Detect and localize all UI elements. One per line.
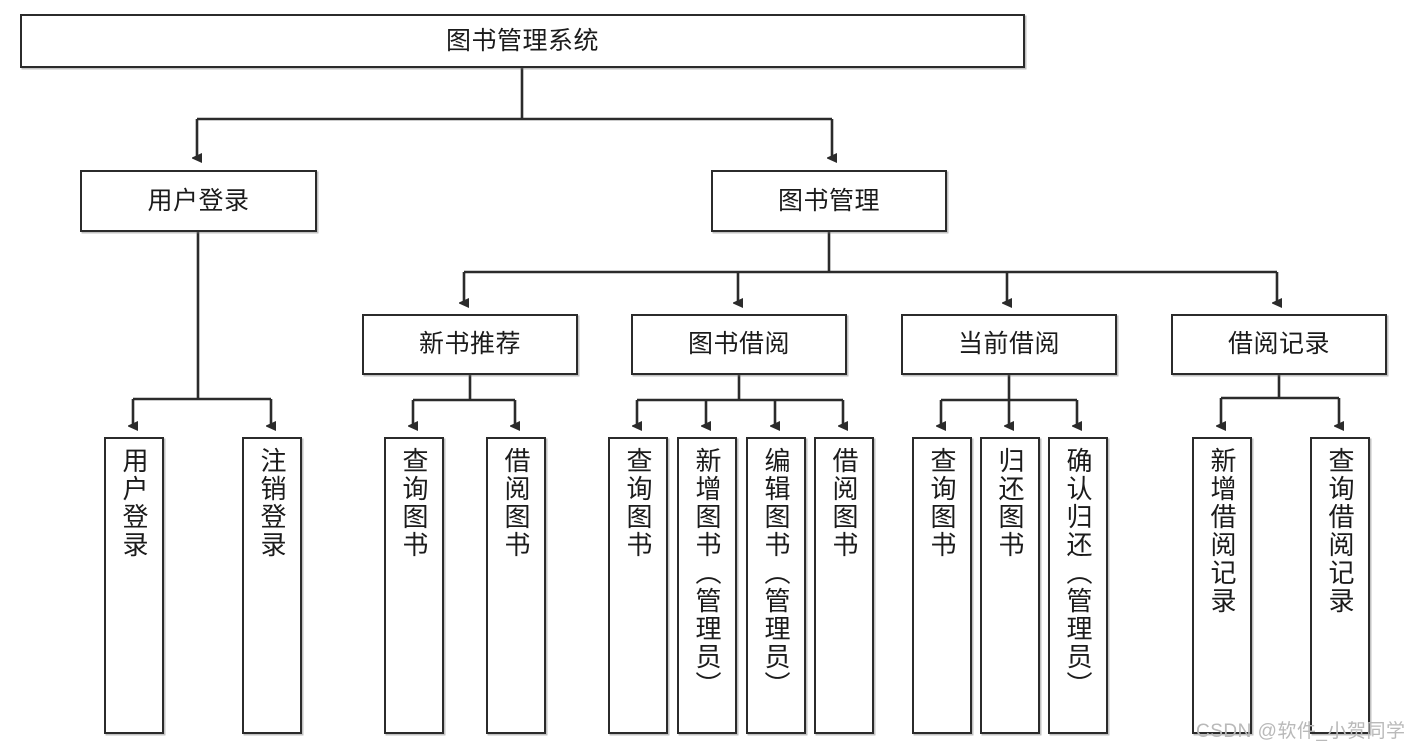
node-leaf-logout[interactable]: 注销登录 <box>242 437 302 734</box>
node-leaf-add-book[interactable]: 新增图书（管理员） <box>677 437 737 734</box>
node-label: 查询图书 <box>927 447 958 559</box>
node-label: 新增借阅记录 <box>1207 447 1238 615</box>
node-label: 新增图书（管理员） <box>692 447 723 699</box>
node-label: 图书借阅 <box>687 330 790 358</box>
node-leaf-user-login[interactable]: 用户登录 <box>104 437 164 734</box>
node-label: 借阅图书 <box>829 447 860 559</box>
csdn-watermark: CSDN @软件_小贺同学 <box>1196 721 1405 742</box>
node-label: 查询图书 <box>399 447 430 559</box>
node-book-borrow[interactable]: 图书借阅 <box>631 314 847 375</box>
node-label: 图书管理 <box>777 186 880 215</box>
node-leaf-confirm-return[interactable]: 确认归还（管理员） <box>1048 437 1108 734</box>
node-current-borrow[interactable]: 当前借阅 <box>901 314 1117 375</box>
node-leaf-query-record[interactable]: 查询借阅记录 <box>1310 437 1370 734</box>
node-root-system[interactable]: 图书管理系统 <box>20 14 1025 68</box>
node-label: 确认归还（管理员） <box>1063 447 1094 699</box>
node-label: 借阅记录 <box>1227 330 1330 358</box>
node-label: 借阅图书 <box>501 447 532 559</box>
node-leaf-query-book-borrow[interactable]: 查询图书 <box>608 437 668 734</box>
node-book-management[interactable]: 图书管理 <box>711 170 947 232</box>
node-leaf-query-book-recommend[interactable]: 查询图书 <box>384 437 444 734</box>
node-label: 注销登录 <box>257 447 288 559</box>
node-label: 当前借阅 <box>957 330 1060 358</box>
node-label: 编辑图书（管理员） <box>761 447 792 699</box>
node-label: 查询图书 <box>623 447 654 559</box>
node-label: 用户登录 <box>119 447 150 559</box>
node-leaf-return-book[interactable]: 归还图书 <box>980 437 1040 734</box>
node-label: 新书推荐 <box>418 330 521 358</box>
node-label: 查询借阅记录 <box>1325 447 1356 615</box>
node-leaf-edit-book[interactable]: 编辑图书（管理员） <box>746 437 806 734</box>
node-new-book-recommend[interactable]: 新书推荐 <box>362 314 578 375</box>
node-borrow-record[interactable]: 借阅记录 <box>1171 314 1387 375</box>
node-leaf-add-record[interactable]: 新增借阅记录 <box>1192 437 1252 734</box>
node-leaf-borrow-book[interactable]: 借阅图书 <box>814 437 874 734</box>
node-leaf-borrow-book-recommend[interactable]: 借阅图书 <box>486 437 546 734</box>
node-label: 图书管理系统 <box>445 26 599 55</box>
node-leaf-query-book-current[interactable]: 查询图书 <box>912 437 972 734</box>
node-label: 归还图书 <box>995 447 1026 559</box>
node-user-login[interactable]: 用户登录 <box>80 170 317 232</box>
node-label: 用户登录 <box>147 186 250 215</box>
